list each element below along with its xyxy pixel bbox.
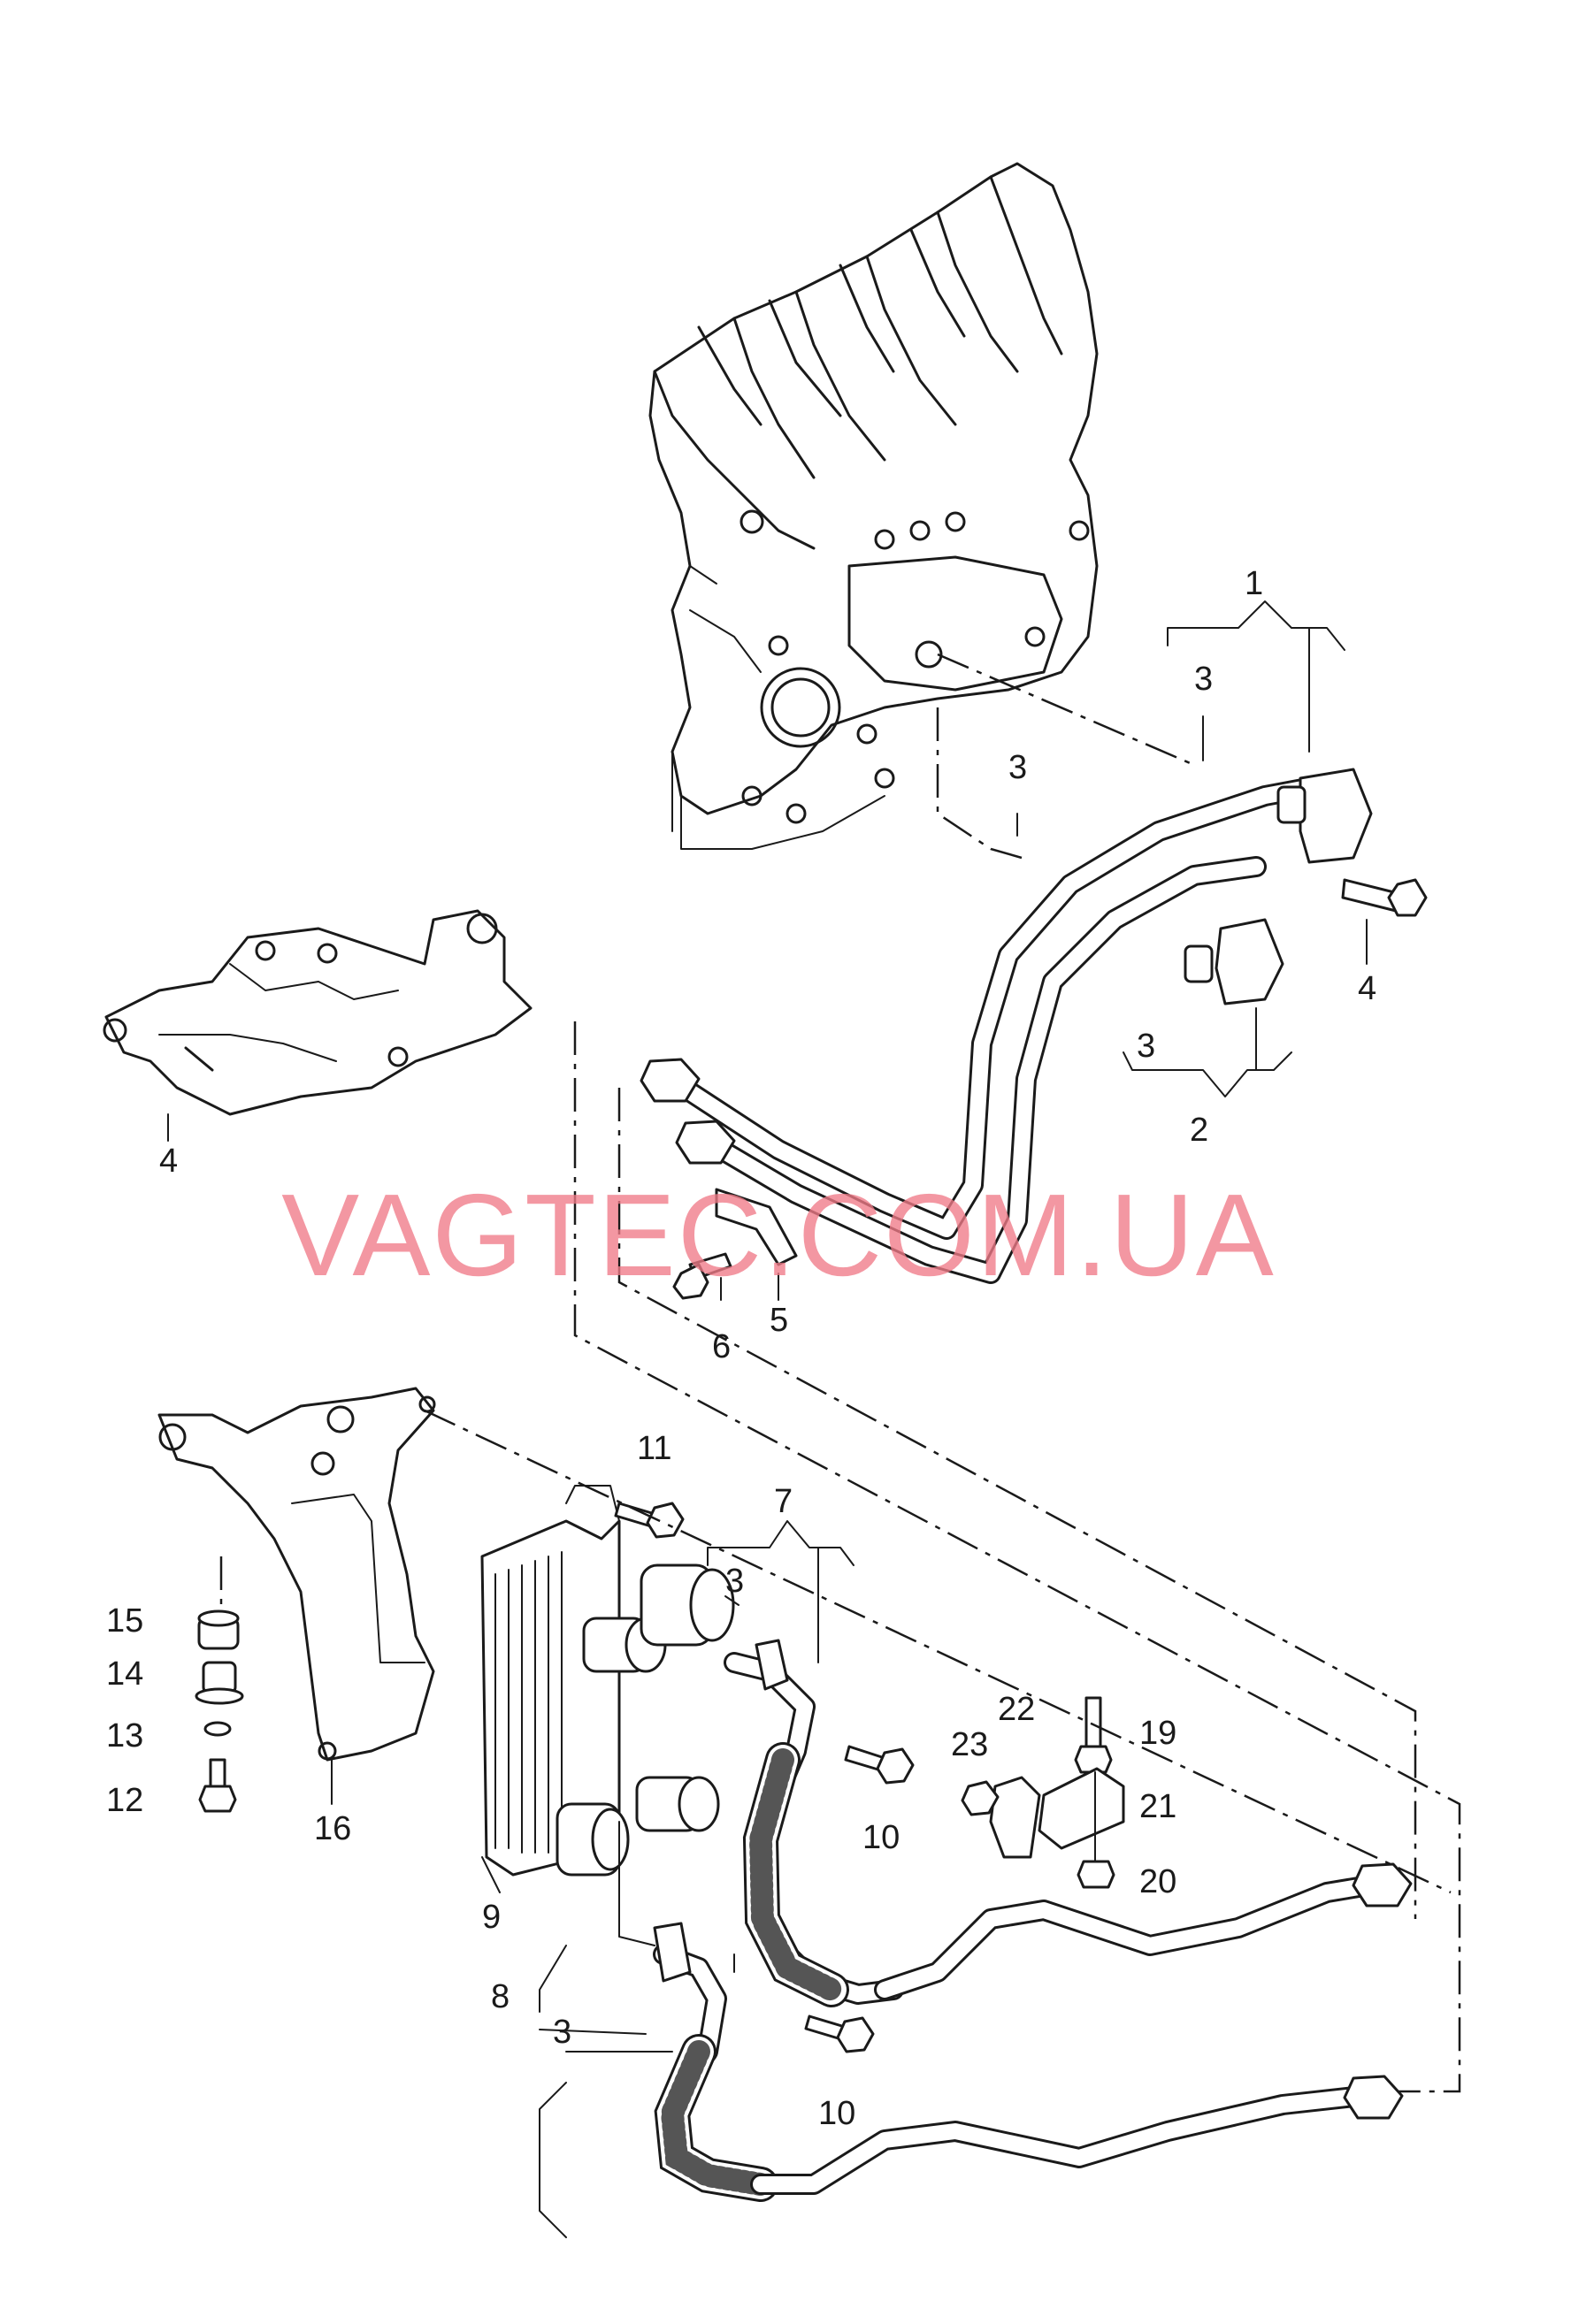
- watermark: VAGTEC.COM.UA: [281, 1170, 1276, 1300]
- bolt-4-upper: [1341, 878, 1428, 917]
- callout-3c: 3: [1137, 1028, 1155, 1065]
- callout-3d: 3: [725, 1563, 744, 1600]
- bolt-11: [614, 1502, 685, 1539]
- callout-labels: 1 2 3 3 3 3 3 4 4 4 5 6 7 8 9 10 10 11 1…: [106, 565, 1376, 2132]
- callout-8: 8: [491, 1978, 510, 2015]
- callout-7: 7: [774, 1483, 793, 1520]
- guide-lines: [219, 653, 1461, 2093]
- bolts-10: [804, 1745, 915, 2053]
- callout-4b: 4: [159, 1143, 178, 1180]
- callout-1: 1: [1245, 565, 1263, 602]
- callout-3e: 3: [553, 2014, 571, 2051]
- callout-10b: 10: [818, 2095, 855, 2132]
- callout-3a: 3: [1194, 661, 1213, 698]
- callout-4a: 4: [1358, 970, 1376, 1007]
- callout-6: 6: [712, 1328, 731, 1365]
- callout-22: 22: [998, 1691, 1035, 1728]
- callout-9: 9: [482, 1899, 501, 1936]
- callout-14: 14: [106, 1655, 143, 1693]
- callout-21: 21: [1139, 1788, 1176, 1825]
- callout-20: 20: [1139, 1863, 1176, 1900]
- oil-pipes-upper: [640, 768, 1428, 1284]
- clip-and-bolt: [672, 1188, 798, 1300]
- callout-3b: 3: [1008, 749, 1027, 786]
- callout-23: 23: [951, 1726, 988, 1763]
- callout-11: 11: [637, 1430, 671, 1467]
- support-bracket: [157, 1387, 436, 1762]
- callout-2: 2: [1190, 1112, 1208, 1149]
- oil-cooler: [480, 1485, 735, 1877]
- callout-15: 15: [106, 1602, 143, 1640]
- callout-10a: 10: [862, 1819, 900, 1856]
- callout-12: 12: [106, 1782, 143, 1819]
- mounting-bracket: [103, 909, 533, 1116]
- gearbox-housing: [648, 162, 1099, 850]
- callout-5: 5: [770, 1302, 788, 1339]
- callout-16: 16: [314, 1810, 351, 1847]
- oil-hoses-lower: [653, 1639, 1413, 2202]
- callout-leaders: [167, 600, 1368, 2238]
- clamp-hardware: [961, 1696, 1125, 1889]
- callout-19: 19: [1139, 1715, 1176, 1752]
- mount-hardware: [195, 1609, 244, 1813]
- callout-13: 13: [106, 1717, 143, 1754]
